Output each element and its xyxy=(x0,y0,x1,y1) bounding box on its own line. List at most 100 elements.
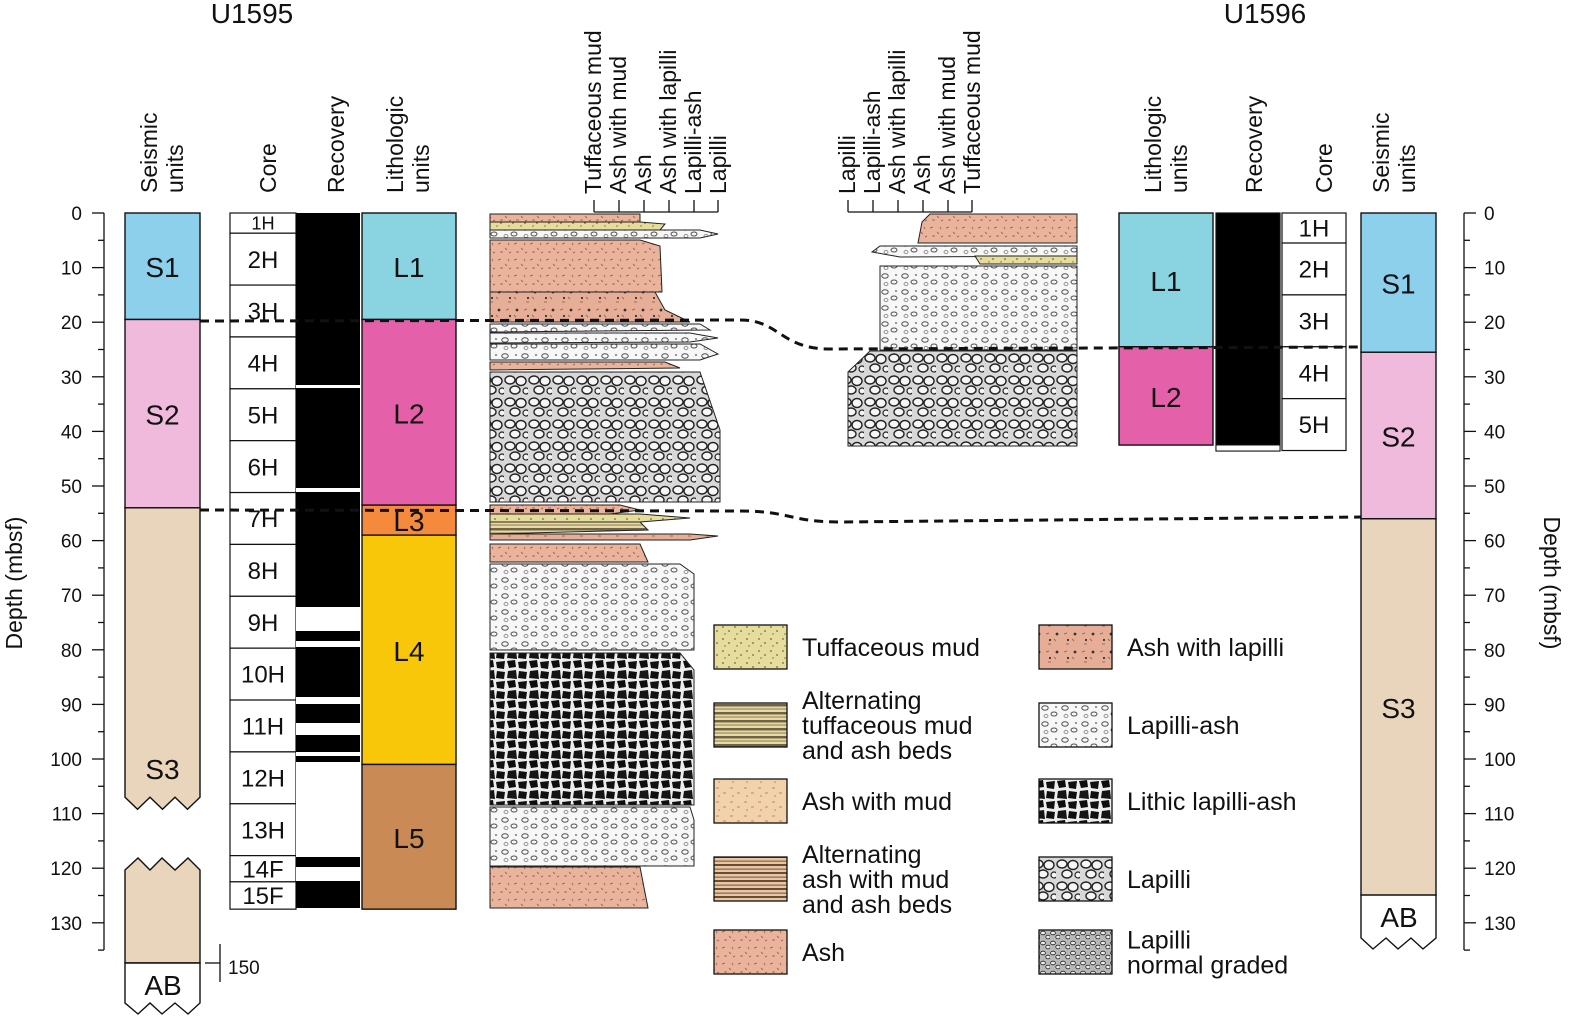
u1596-headers: Lithologic units Recovery Core Seismic u… xyxy=(1140,95,1420,193)
core-box xyxy=(229,647,297,701)
tick-label-left: 100 xyxy=(50,750,82,771)
grain-label-ash: Ash xyxy=(909,154,935,194)
legend-label: normal graded xyxy=(1127,952,1288,980)
unit-label-l2: L2 xyxy=(1150,382,1181,413)
tick-label-right: 130 xyxy=(1484,914,1516,935)
legend-label: Lapilli xyxy=(1127,927,1191,955)
unit-label-s1: S1 xyxy=(1381,269,1415,300)
legend-swatch xyxy=(713,624,788,670)
grain-label-ash-with-lapilli: Ash with lapilli xyxy=(655,50,681,194)
core-label: 8H xyxy=(248,558,279,585)
grain-label-ash: Ash xyxy=(630,154,656,194)
unit-label-s2: S2 xyxy=(1381,421,1415,452)
core-label: 10H xyxy=(241,662,285,689)
u1595-ab-label: AB xyxy=(144,970,181,1001)
legend-item-tuff: Tuffaceous mud xyxy=(713,624,980,670)
legend-item-lapilli: Lapilli xyxy=(1038,856,1191,902)
tick-label-left: 30 xyxy=(61,368,82,389)
legend-item-lapash: Lapilli-ash xyxy=(1038,702,1240,748)
unit-block-s3 xyxy=(1360,518,1437,897)
legend-label: Tuffaceous mud xyxy=(802,634,980,662)
site-title-u1596: U1596 xyxy=(1224,0,1307,29)
core-box xyxy=(1281,346,1347,400)
legend-swatch xyxy=(713,856,788,902)
core-box xyxy=(229,699,297,753)
s1-s2-boundary-line xyxy=(199,318,1362,351)
legend-label: Lapilli xyxy=(1127,866,1191,894)
tick-label-right: 80 xyxy=(1484,641,1505,662)
u1595-acoustic-basement: AB 150 xyxy=(124,857,260,1015)
header-core: Core xyxy=(255,143,281,193)
header-seismic-line2-u1596: units xyxy=(1394,144,1420,193)
u1595-graphic-log xyxy=(489,213,721,909)
u1595-headers: Seismic units Core Recovery Lithologic u… xyxy=(136,95,434,193)
grain-label-tuffaceous-mud: Tuffaceous mud xyxy=(580,30,606,194)
legend-item-ashmud: Ash with mud xyxy=(713,778,952,824)
grain-label-lapilli: Lapilli xyxy=(705,135,731,194)
legend-label: Lapilli-ash xyxy=(1127,712,1240,740)
unit-block-s1 xyxy=(124,212,201,321)
tick-label-right: 30 xyxy=(1484,368,1505,389)
header-recovery-u1596: Recovery xyxy=(1241,95,1267,193)
legend-label: tuffaceous mud xyxy=(802,712,972,740)
s2-s3-boundary-line xyxy=(199,508,1362,524)
unit-block-l5 xyxy=(361,763,457,910)
core-label: 11H xyxy=(242,714,284,741)
tick-label-right: 60 xyxy=(1484,532,1505,553)
legend-label: Ash xyxy=(802,939,845,967)
core-label: 9H xyxy=(248,610,279,637)
unit-block-s2 xyxy=(124,318,201,509)
legend-label: Ash with mud xyxy=(802,788,952,816)
grain-label-ash-with-lapilli: Ash with lapilli xyxy=(884,50,910,194)
depth-axis-title-left: Depth (mbsf) xyxy=(1,517,27,650)
unit-label-l1: L1 xyxy=(393,252,424,283)
legend-swatch xyxy=(713,778,788,824)
core-box xyxy=(1281,242,1347,296)
legend-item-ash: Ash xyxy=(713,929,845,975)
tick-label-right: 20 xyxy=(1484,313,1505,334)
u1596-ab-label: AB xyxy=(1380,902,1417,933)
core-box xyxy=(229,751,297,805)
u1596-graphic-log xyxy=(847,213,1078,447)
unit-label-s2: S2 xyxy=(145,400,179,431)
core-label: 5H xyxy=(248,402,279,429)
tick-label-right: 70 xyxy=(1484,586,1505,607)
unit-label-s3: S3 xyxy=(1381,693,1415,724)
u1596-grain-size-scale: Lapilli Lapilli-ash Ash with lapilli Ash… xyxy=(834,30,985,213)
core-box xyxy=(229,388,297,442)
grain-label-lapilli-ash: Lapilli-ash xyxy=(680,90,706,194)
legend-label: Alternating xyxy=(802,841,922,869)
legend-swatch xyxy=(1038,856,1113,902)
legend-swatch xyxy=(1038,929,1113,975)
unit-block-l1 xyxy=(1118,212,1214,348)
legend-label: Alternating xyxy=(802,687,922,715)
core-label: 4H xyxy=(1299,360,1330,387)
depth-axis-title-right: Depth (mbsf) xyxy=(1539,517,1565,650)
header-seismic-line1: Seismic xyxy=(136,112,162,193)
tick-label-right: 0 xyxy=(1484,204,1495,225)
u1596-acoustic-basement: AB xyxy=(1360,894,1437,950)
tick-label-right: 50 xyxy=(1484,477,1505,498)
tick-label-right: 90 xyxy=(1484,695,1505,716)
tick-label-left: 60 xyxy=(61,532,82,553)
tick-label-left: 50 xyxy=(61,477,82,498)
header-litho-line1-u1596: Lithologic xyxy=(1140,96,1166,193)
grain-label-ash-with-mud: Ash with mud xyxy=(934,56,960,194)
legend-label: Ash with lapilli xyxy=(1127,634,1284,662)
legend-swatch xyxy=(1038,778,1113,824)
tick-label-right: 100 xyxy=(1484,750,1516,771)
core-label: 3H xyxy=(1299,308,1330,335)
legend-swatch xyxy=(1038,624,1113,670)
tick-label-right: 10 xyxy=(1484,259,1505,280)
legend-label: and ash beds xyxy=(802,737,952,765)
core-label: 6H xyxy=(248,454,279,481)
core-box xyxy=(1281,212,1347,244)
correlation-lines xyxy=(199,318,1362,524)
core-label: 14F xyxy=(242,856,283,883)
